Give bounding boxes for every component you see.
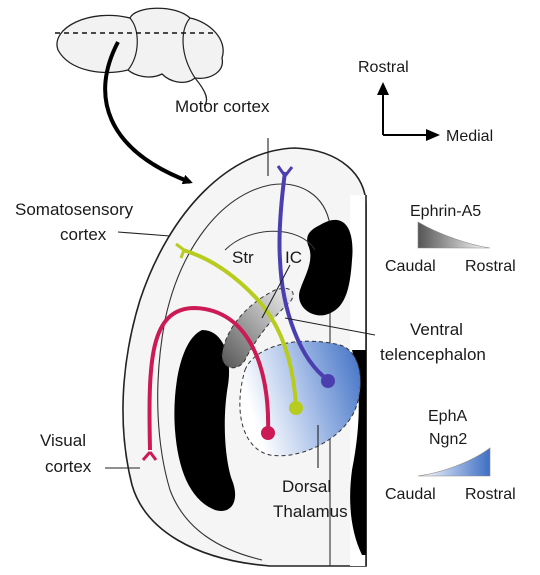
epha-title-line2: Ngn2 bbox=[429, 431, 467, 448]
epha-wedge bbox=[418, 448, 490, 476]
ventral-label-line1: Ventral bbox=[410, 320, 463, 339]
dorsal-label-line2: Thalamus bbox=[273, 502, 348, 521]
dorsal-label-line1: Dorsal bbox=[282, 477, 331, 496]
ephrin-wedge bbox=[418, 222, 490, 248]
arrow-up-icon bbox=[377, 82, 389, 95]
orientation-compass: Rostral Medial bbox=[358, 59, 493, 145]
striatum-label: Str bbox=[232, 248, 254, 267]
visual-label-line2: cortex bbox=[45, 457, 92, 476]
motor-cortex-label: Motor cortex bbox=[175, 97, 270, 116]
compass-up-label: Rostral bbox=[358, 59, 409, 76]
epha-title-line1: EphA bbox=[428, 408, 467, 425]
epha-left-label: Caudal bbox=[385, 486, 436, 503]
mini-brain-icon bbox=[55, 8, 223, 106]
arrow-right-icon bbox=[426, 129, 440, 141]
ephrin-right-label: Rostral bbox=[465, 258, 516, 275]
ventral-label-line2: telencephalon bbox=[380, 345, 486, 364]
internal-capsule-label: IC bbox=[285, 248, 302, 267]
compass-right-label: Medial bbox=[446, 128, 493, 145]
ephrin-gradient-legend: Ephrin-A5 Caudal Rostral bbox=[385, 203, 516, 275]
ephrin-title: Ephrin-A5 bbox=[410, 203, 481, 220]
somatosensory-label-line2: cortex bbox=[60, 225, 107, 244]
ephrin-left-label: Caudal bbox=[385, 258, 436, 275]
epha-right-label: Rostral bbox=[465, 486, 516, 503]
epha-gradient-legend: EphA Ngn2 Caudal Rostral bbox=[385, 408, 516, 503]
somatosensory-label-line1: Somatosensory bbox=[15, 200, 134, 219]
visual-label-line1: Visual bbox=[40, 431, 86, 450]
